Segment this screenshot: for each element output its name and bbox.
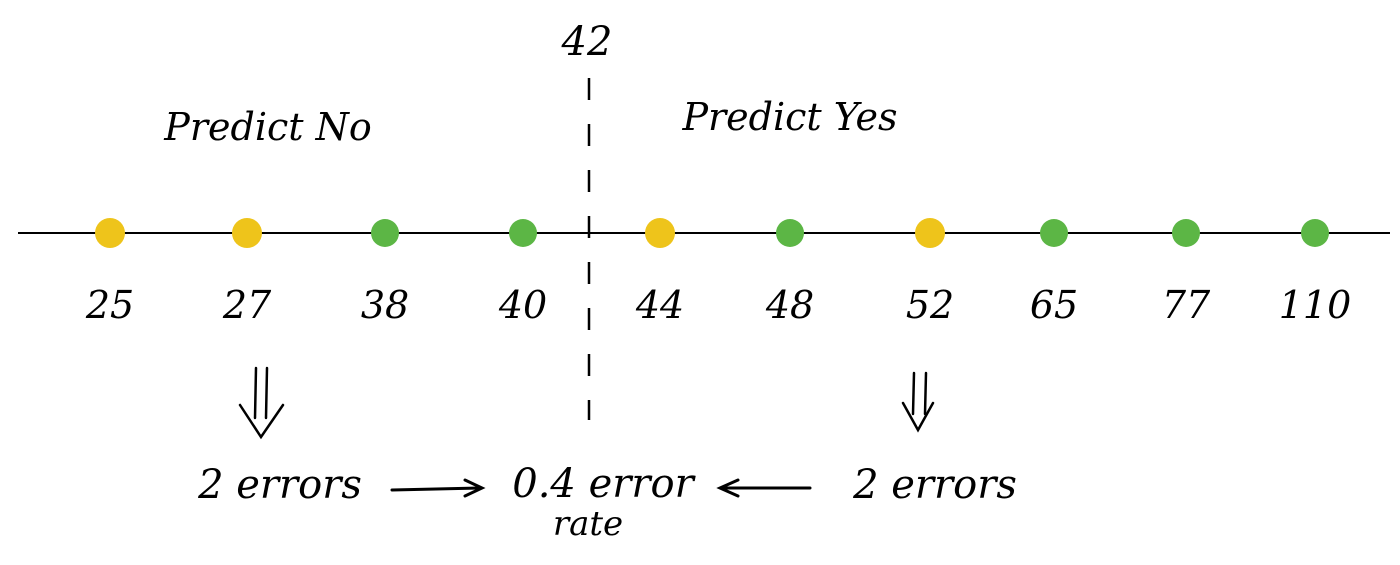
left-pointing-arrow	[716, 478, 812, 498]
error-rate-value: 0.4 error	[512, 461, 696, 507]
tick-label-52: 52	[906, 283, 954, 327]
right-errors-label: 2 errors	[852, 462, 1017, 508]
data-point-27	[232, 218, 262, 248]
data-points: 25 27 38 40 44 48 52 65 77 110	[85, 218, 1351, 327]
error-rate-caption: rate	[553, 504, 623, 544]
data-point-40	[509, 219, 537, 247]
right-down-arrow	[901, 371, 935, 433]
tick-label-27: 27	[222, 283, 272, 327]
tick-label-48: 48	[765, 283, 814, 327]
data-point-65	[1040, 219, 1068, 247]
tick-label-44: 44	[635, 283, 684, 327]
left-errors-label: 2 errors	[197, 462, 362, 508]
split-value-label: 42	[561, 19, 613, 65]
left-down-arrow	[238, 366, 285, 440]
data-point-52	[915, 218, 945, 248]
tick-label-65: 65	[1030, 283, 1078, 327]
predict-no-label: Predict No	[163, 105, 371, 149]
tick-label-110: 110	[1279, 283, 1352, 327]
tick-label-38: 38	[361, 283, 409, 327]
tick-label-40: 40	[498, 283, 547, 327]
right-pointing-arrow	[390, 478, 486, 498]
data-point-77	[1172, 219, 1200, 247]
data-point-44	[645, 218, 675, 248]
data-point-110	[1301, 219, 1329, 247]
data-point-38	[371, 219, 399, 247]
tick-label-77: 77	[1162, 283, 1211, 327]
predict-yes-label: Predict Yes	[681, 95, 897, 139]
data-point-25	[95, 218, 125, 248]
data-point-48	[776, 219, 804, 247]
tick-label-25: 25	[85, 283, 134, 327]
